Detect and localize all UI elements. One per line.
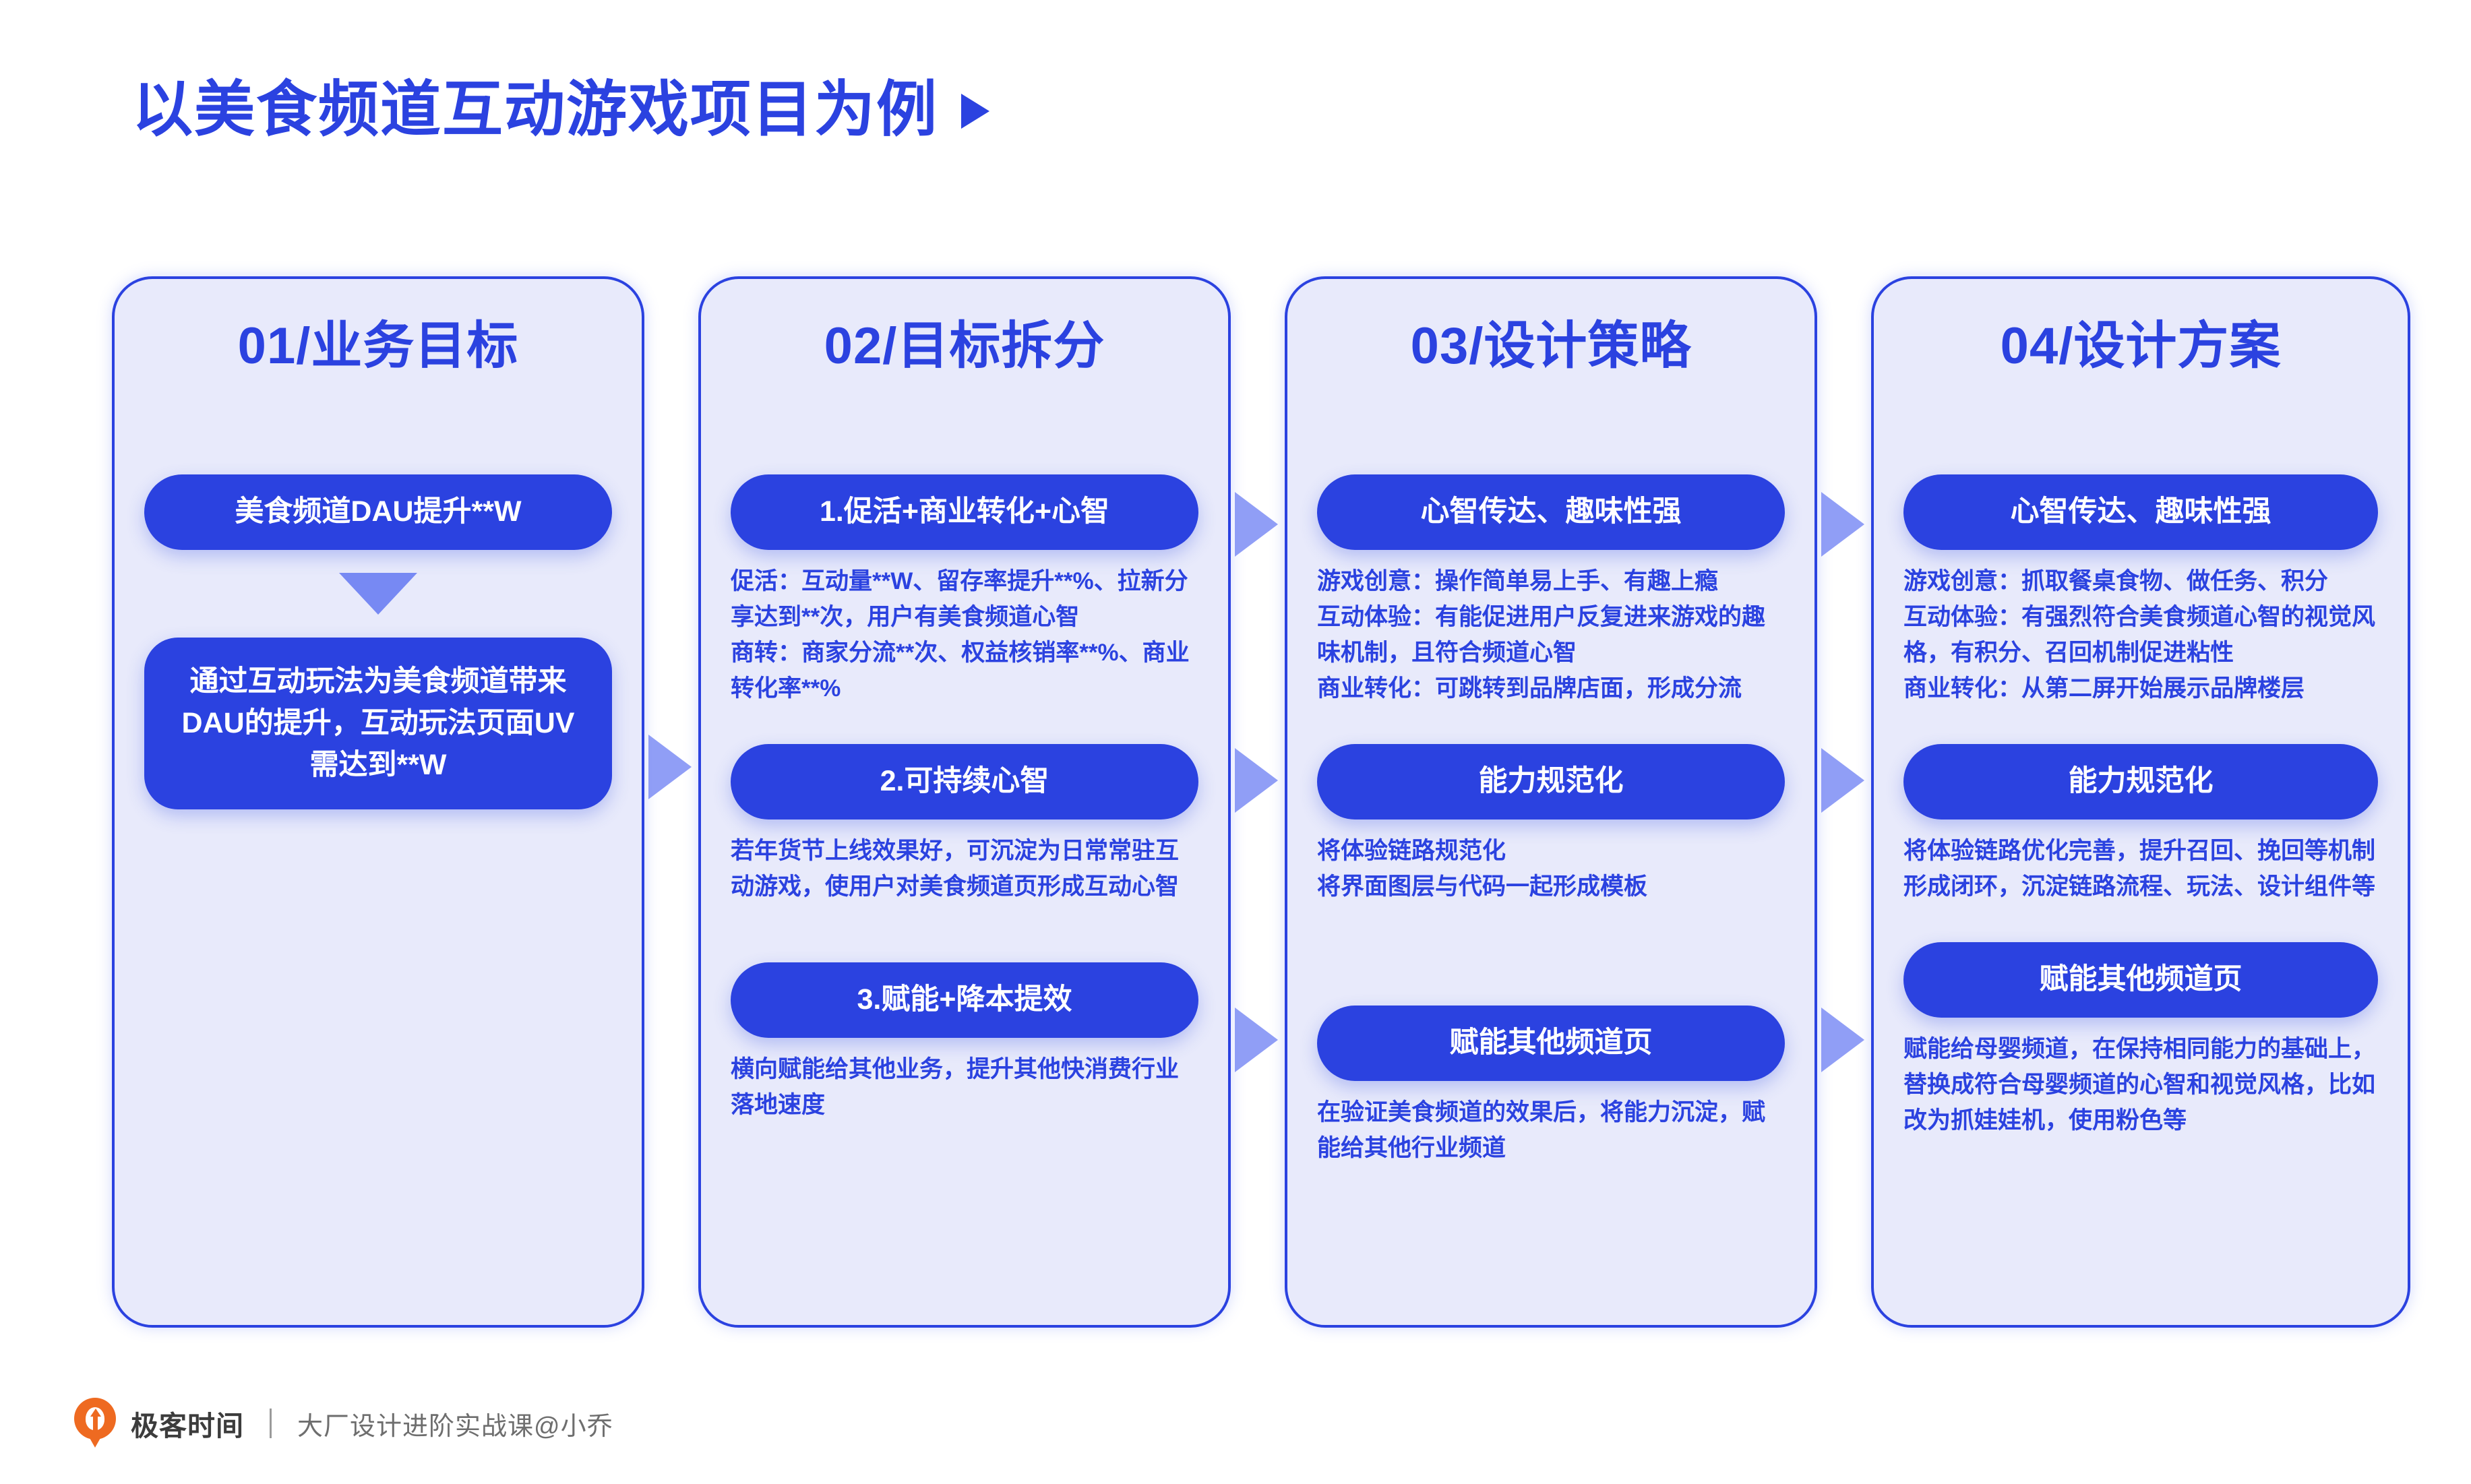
card-heading-03: 03/设计策略	[1410, 317, 1692, 375]
desc-empower-other-channels-solution: 赋能给母婴频道，在保持相同能力的基础上，替换成符合母婴频道的心智和视觉风格，比如…	[1903, 1035, 2376, 1134]
card-body-02: 1.促活+商业转化+心智 促活：互动量**W、留存率提升**%、拉新分享达到**…	[731, 425, 1198, 1309]
connector-col2-col3-row3	[1235, 1008, 1278, 1072]
desc-capability-standardization-strategy: 将体验链路规范化 将界面图层与代码一起形成模板	[1317, 837, 1648, 900]
strategy-board: 01/业务目标 美食频道DAU提升**W 通过互动玩法为美食频道带来DAU的提升…	[0, 263, 2471, 1341]
pill-mindset-fun-strategy[interactable]: 心智传达、趣味性强	[1317, 474, 1785, 550]
page-title-text: 以美食频道互动游戏项目为例	[132, 76, 938, 144]
pill-dau-goal[interactable]: 美食频道DAU提升**W	[144, 474, 612, 550]
card-heading-04: 04/设计方案	[2000, 317, 2282, 375]
card-design-solution: 04/设计方案 心智传达、趣味性强 游戏创意：抓取餐桌食物、做任务、积分 互动体…	[1871, 276, 2410, 1328]
connector-col3-col4-row2	[1821, 748, 1864, 813]
footer-divider	[270, 1409, 272, 1438]
desc-sustainable-mindset: 若年货节上线效果好，可沉淀为日常常驻互动游戏，使用户对美食频道页形成互动心智	[731, 837, 1180, 900]
desc-empower-other-channels-strategy: 在验证美食频道的效果后，将能力沉淀，赋能给其他行业频道	[1317, 1099, 1766, 1162]
footer-byline: 大厂设计进阶实战课@小乔	[297, 1412, 613, 1441]
card-body-04: 心智传达、趣味性强 游戏创意：抓取餐桌食物、做任务、积分 互动体验：有强烈符合美…	[1903, 425, 2378, 1309]
desc-activation-conversion: 促活：互动量**W、留存率提升**%、拉新分享达到**次，用户有美食频道心智 商…	[731, 567, 1190, 702]
triangle-down-icon	[339, 572, 417, 615]
page-title: 以美食频道互动游戏项目为例	[132, 80, 989, 140]
card-body-01: 美食频道DAU提升**W 通过互动玩法为美食频道带来DAU的提升，互动玩法页面U…	[144, 425, 612, 1309]
pill-uv-goal[interactable]: 通过互动玩法为美食频道带来DAU的提升，互动玩法页面UV需达到**W	[144, 637, 612, 809]
connector-col3-col4-row1	[1821, 492, 1864, 557]
pill-sustainable-mindset[interactable]: 2.可持续心智	[731, 744, 1198, 820]
connector-col2-col3-row2	[1235, 748, 1278, 813]
pill-empower-other-channels-solution[interactable]: 赋能其他频道页	[1903, 942, 2378, 1018]
pill-mindset-fun-solution[interactable]: 心智传达、趣味性强	[1903, 474, 2378, 550]
footer: 极客时间 大厂设计进阶实战课@小乔	[74, 1398, 613, 1449]
card-business-goal: 01/业务目标 美食频道DAU提升**W 通过互动玩法为美食频道带来DAU的提升…	[112, 276, 644, 1328]
pill-empower-other-channels-strategy[interactable]: 赋能其他频道页	[1317, 1006, 1785, 1081]
connector-col3-col4-row3	[1821, 1008, 1864, 1072]
card-goal-breakdown: 02/目标拆分 1.促活+商业转化+心智 促活：互动量**W、留存率提升**%、…	[698, 276, 1231, 1328]
desc-mindset-fun-solution: 游戏创意：抓取餐桌食物、做任务、积分 互动体验：有强烈符合美食频道心智的视觉风格…	[1903, 567, 2376, 702]
connector-col2-col3-row1	[1235, 492, 1278, 557]
connector-col1-col2	[648, 735, 692, 799]
desc-empower-efficiency: 横向赋能给其他业务，提升其他快消费行业落地速度	[731, 1055, 1180, 1119]
card-heading-02: 02/目标拆分	[824, 317, 1105, 375]
card-body-03: 心智传达、趣味性强 游戏创意：操作简单易上手、有趣上瘾 互动体验：有能促进用户反…	[1317, 425, 1785, 1309]
pill-capability-standardization-solution[interactable]: 能力规范化	[1903, 744, 2378, 820]
pill-capability-standardization-strategy[interactable]: 能力规范化	[1317, 744, 1785, 820]
card-design-strategy: 03/设计策略 心智传达、趣味性强 游戏创意：操作简单易上手、有趣上瘾 互动体验…	[1285, 276, 1817, 1328]
desc-mindset-fun-strategy: 游戏创意：操作简单易上手、有趣上瘾 互动体验：有能促进用户反复进来游戏的趣味机制…	[1317, 567, 1766, 702]
card-heading-01: 01/业务目标	[237, 317, 519, 375]
play-triangle-icon	[961, 94, 989, 129]
pill-activation-conversion[interactable]: 1.促活+商业转化+心智	[731, 474, 1198, 550]
pill-empower-efficiency[interactable]: 3.赋能+降本提效	[731, 962, 1198, 1038]
brand-name: 极客时间	[131, 1411, 244, 1442]
desc-capability-standardization-solution: 将体验链路优化完善，提升召回、挽回等机制形成闭环，沉淀链路流程、玩法、设计组件等	[1903, 837, 2376, 900]
geekbang-pin-logo-icon	[74, 1398, 116, 1449]
